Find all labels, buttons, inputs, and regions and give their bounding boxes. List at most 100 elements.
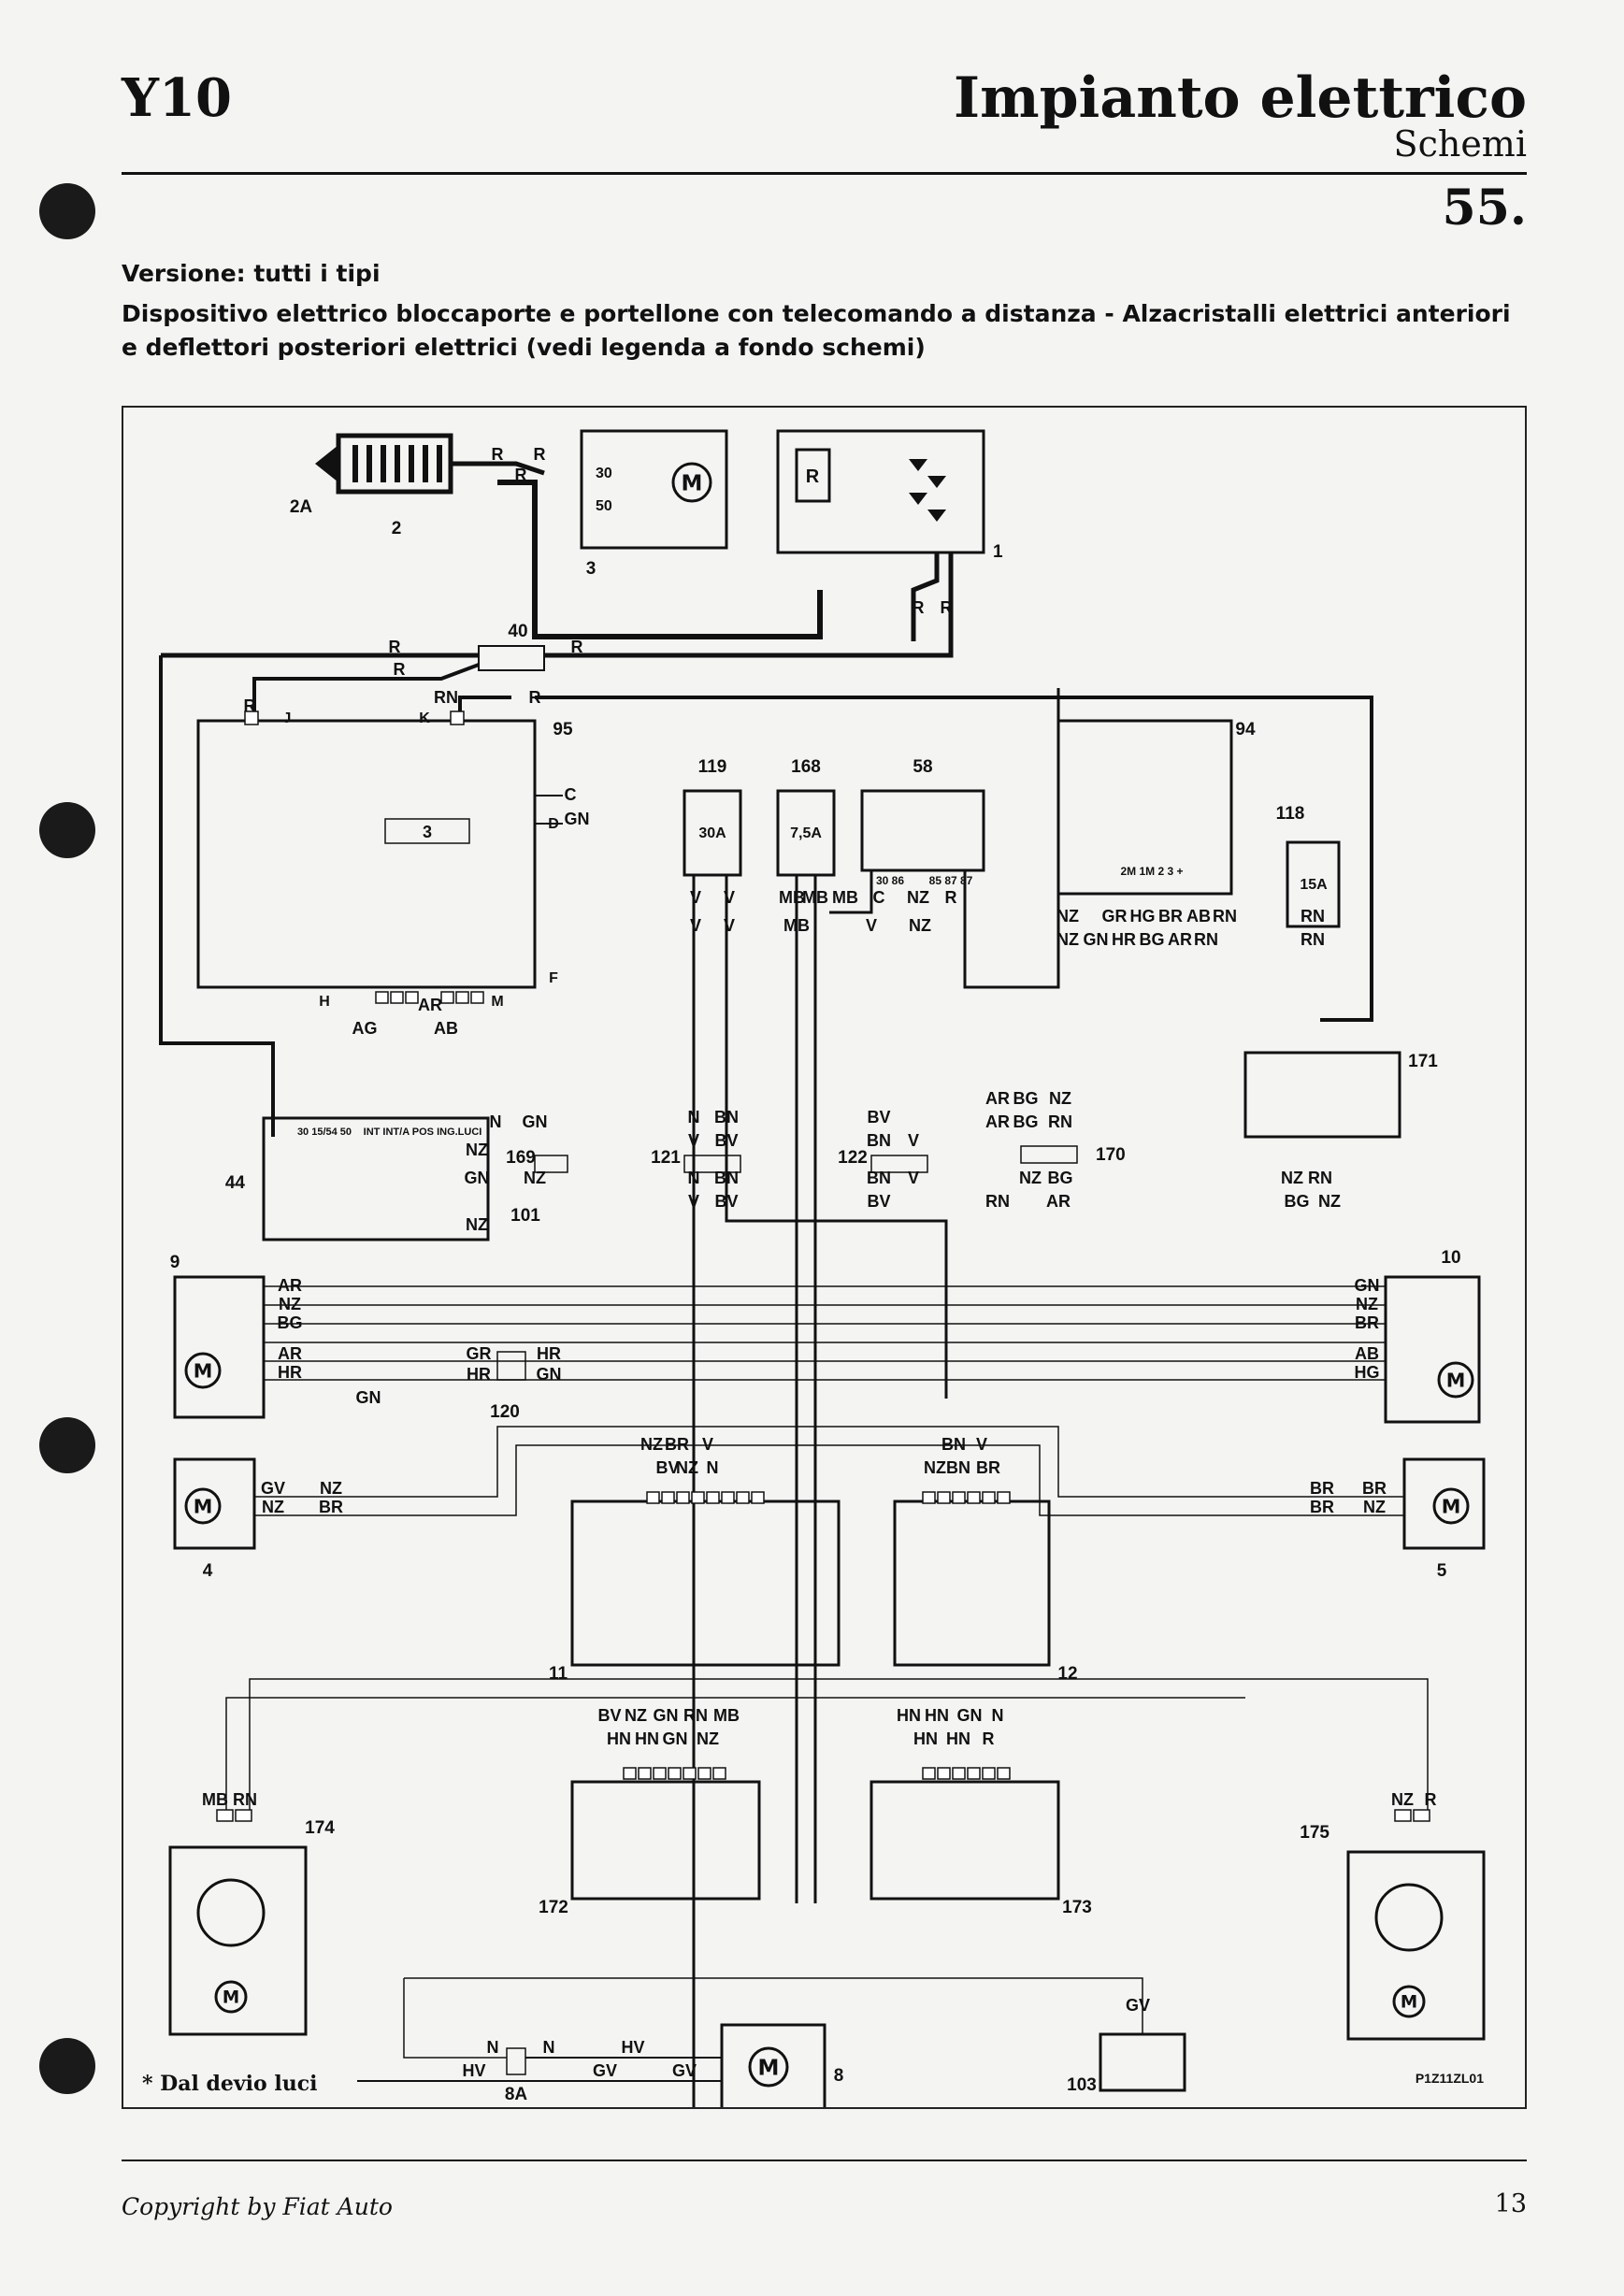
wire-label: NZ	[320, 1479, 342, 1498]
wire-label: AB	[1186, 907, 1211, 926]
harness-wire	[225, 1697, 1245, 1810]
label-44: 44	[225, 1173, 246, 1193]
wire-label: AR	[278, 1276, 302, 1295]
connector-pin	[721, 1491, 735, 1504]
diode-icon	[909, 493, 927, 505]
wire-r-long	[535, 696, 1373, 1022]
motor-icon-label: M	[682, 471, 703, 495]
washer-pump-8	[720, 2023, 826, 2107]
wire-label: V	[724, 916, 735, 935]
label-173: 173	[1062, 1898, 1092, 1917]
binder-hole-1	[39, 183, 95, 239]
label-168: 168	[791, 757, 821, 777]
copyright: Copyright by Fiat Auto	[122, 2193, 393, 2220]
motor-icon-label: M	[758, 2056, 780, 2080]
wire-label: GN	[654, 1706, 679, 1725]
connector-121	[683, 1155, 741, 1173]
wire-label: R	[941, 598, 953, 617]
terminal-44-b: INT INT/A POS ING.LUCI	[364, 1126, 482, 1138]
wire-mb-3	[829, 870, 873, 914]
wire-label: NZ	[1056, 930, 1079, 949]
wire-label: BV	[597, 1706, 621, 1725]
wire-label: BG	[1285, 1192, 1310, 1211]
tailgate-motor-175-icon	[1392, 1985, 1426, 2018]
wire-rn	[458, 696, 511, 711]
marker-j: J	[283, 710, 292, 726]
connector-pin	[375, 991, 389, 1004]
wire-label: GN	[1084, 930, 1109, 949]
connector-pin	[712, 1767, 726, 1780]
connector-pin	[646, 1491, 660, 1504]
connector-pin	[952, 1767, 966, 1780]
label-119: 119	[698, 757, 727, 777]
wire-label: RN	[1194, 930, 1218, 949]
label-120: 120	[490, 1402, 520, 1422]
wire-label: N	[490, 1112, 502, 1131]
wire-label: HN	[607, 1729, 631, 1748]
wire-label: NZ	[524, 1169, 546, 1187]
motor-icon-label: M	[1401, 1993, 1417, 2013]
diode-icon	[927, 509, 946, 522]
connector-pin	[235, 1809, 252, 1822]
label-122: 122	[838, 1148, 868, 1168]
motor-icon-label: M	[223, 1988, 239, 2008]
battery-terminal	[315, 445, 338, 482]
wire-label: GN	[537, 1365, 562, 1384]
wire-label: N	[707, 1458, 719, 1477]
wire-label: R	[515, 466, 527, 484]
marker-m: M	[491, 994, 503, 1010]
wire-label: V	[690, 916, 701, 935]
wire-label: MB	[783, 916, 810, 935]
wire-label: AR	[418, 996, 442, 1014]
label-118: 118	[1276, 804, 1305, 824]
wire-label: HN	[897, 1706, 921, 1725]
fuse-40	[478, 645, 545, 671]
washer-pump-icon	[748, 2046, 789, 2088]
wire-label: HN	[925, 1706, 949, 1725]
wire-label: V	[724, 888, 735, 907]
wire-label: NZ	[907, 888, 929, 907]
wire-label: NZ	[909, 916, 931, 935]
connector-pin	[967, 1491, 981, 1504]
starter-3	[580, 429, 728, 550]
connector-pin	[751, 1491, 765, 1504]
wire-label: GV	[261, 1479, 285, 1498]
label-8: 8	[834, 2066, 844, 2086]
relay-pins-a: 30 86	[876, 874, 904, 887]
wire-label: BV	[867, 1108, 890, 1126]
wire-label: R	[492, 445, 504, 464]
sensor-103	[1099, 2032, 1186, 2092]
alternator-1	[776, 429, 985, 554]
wire-label: RN	[233, 1790, 257, 1809]
wire-label: BN	[714, 1108, 739, 1126]
marker-h: H	[319, 994, 330, 1010]
wire-label: RN	[985, 1192, 1010, 1211]
label-2: 2	[392, 519, 402, 538]
harness-wire	[254, 1426, 1404, 1498]
wire-label: C	[565, 785, 577, 804]
wire-label: MB	[713, 1706, 740, 1725]
wire-label: BN	[941, 1435, 966, 1454]
module-3-label: 3	[423, 823, 432, 841]
connector-pin	[967, 1767, 981, 1780]
wire-label: N	[688, 1108, 700, 1126]
tailgate-lock-175	[1346, 1850, 1486, 2041]
diagram-footnote: * Dal devio luci	[142, 2072, 317, 2096]
connector-120	[496, 1351, 526, 1381]
label-11: 11	[549, 1664, 568, 1684]
wire-label: BR	[1310, 1479, 1334, 1498]
connector-169	[534, 1155, 568, 1173]
label-170: 170	[1096, 1145, 1126, 1165]
connector-pin	[997, 1767, 1011, 1780]
wire-label: N	[992, 1706, 1004, 1725]
wire-label: R	[571, 638, 583, 656]
wire-label: NZ	[1019, 1169, 1042, 1187]
label-1: 1	[993, 542, 1003, 562]
wire-label: BN	[714, 1169, 739, 1187]
wire-label: GV	[672, 2061, 697, 2080]
motor-icon-label: M	[1446, 1370, 1466, 1392]
wire-label: NZ	[1281, 1169, 1303, 1187]
lock-symbol-174	[196, 1878, 266, 1947]
wire-label: R	[1425, 1790, 1437, 1809]
wire-label: NZ	[640, 1435, 663, 1454]
